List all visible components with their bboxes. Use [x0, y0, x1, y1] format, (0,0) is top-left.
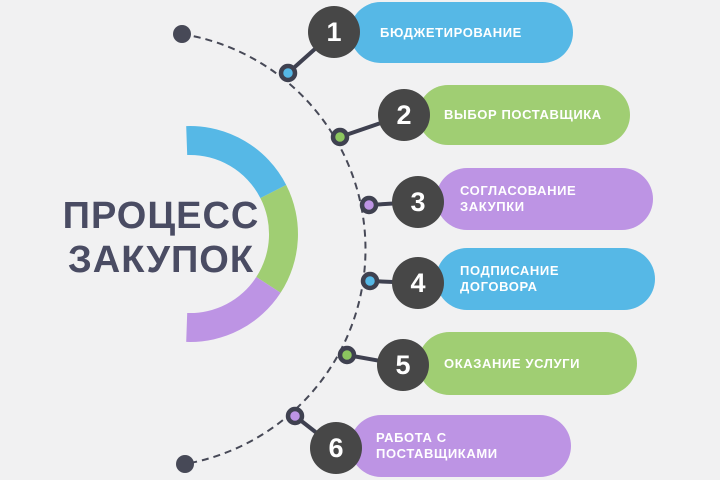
step-5-node — [337, 345, 357, 365]
page-title-line-2: ЗАКУПОК — [67, 239, 255, 281]
step-2-node — [330, 127, 350, 147]
step-6-number: 6 — [328, 432, 344, 463]
step-6-number-circle: 6 — [310, 422, 362, 474]
step-4-number: 4 — [410, 267, 426, 298]
step-6-pill: РАБОТА С ПОСТАВЩИКАМИ — [350, 415, 571, 477]
ring-segment-blue — [186, 126, 287, 199]
timeline-end-dot-bottom — [176, 455, 194, 473]
step-4-node — [360, 271, 380, 291]
step-3-pill: СОГЛАСОВАНИЕ ЗАКУПКИ — [436, 168, 653, 230]
step-4-pill: ПОДПИСАНИЕ ДОГОВОРА — [436, 248, 655, 310]
ring-segment-purple — [186, 277, 281, 342]
step-4-label: ПОДПИСАНИЕ ДОГОВОРА — [460, 263, 560, 294]
step-5-number-circle: 5 — [377, 339, 429, 391]
step-1-pill: БЮДЖЕТИРОВАНИЕ — [350, 2, 573, 63]
step-1-node — [278, 63, 298, 83]
step-5-pill: ОКАЗАНИЕ УСЛУГИ — [418, 332, 637, 395]
step-2-number-circle: 2 — [378, 89, 430, 141]
step-3-node — [359, 195, 379, 215]
step-6-node — [285, 406, 305, 426]
step-3-number: 3 — [410, 186, 426, 217]
step-2-label: ВЫБОР ПОСТАВЩИКА — [444, 107, 602, 122]
timeline-end-dot-top — [173, 25, 191, 43]
step-4-number-circle: 4 — [392, 257, 444, 309]
step-2-pill: ВЫБОР ПОСТАВЩИКА — [418, 85, 630, 145]
step-3-label: СОГЛАСОВАНИЕ ЗАКУПКИ — [460, 183, 577, 214]
step-1-label: БЮДЖЕТИРОВАНИЕ — [380, 24, 522, 40]
ring-segment-green — [256, 185, 298, 293]
timeline-dashed-arc — [181, 33, 367, 465]
step-1-number: 1 — [326, 16, 342, 47]
step-5-number: 5 — [395, 349, 411, 380]
step-2-number: 2 — [396, 99, 412, 130]
page-title-line-1: ПРОЦЕСС — [62, 195, 260, 237]
step-6-label: РАБОТА С ПОСТАВЩИКАМИ — [376, 430, 498, 461]
step-3-number-circle: 3 — [392, 176, 444, 228]
step-1-number-circle: 1 — [308, 6, 360, 58]
page-title: ПРОЦЕСС ЗАКУПОК — [20, 194, 302, 282]
step-5-label: ОКАЗАНИЕ УСЛУГИ — [444, 355, 581, 371]
